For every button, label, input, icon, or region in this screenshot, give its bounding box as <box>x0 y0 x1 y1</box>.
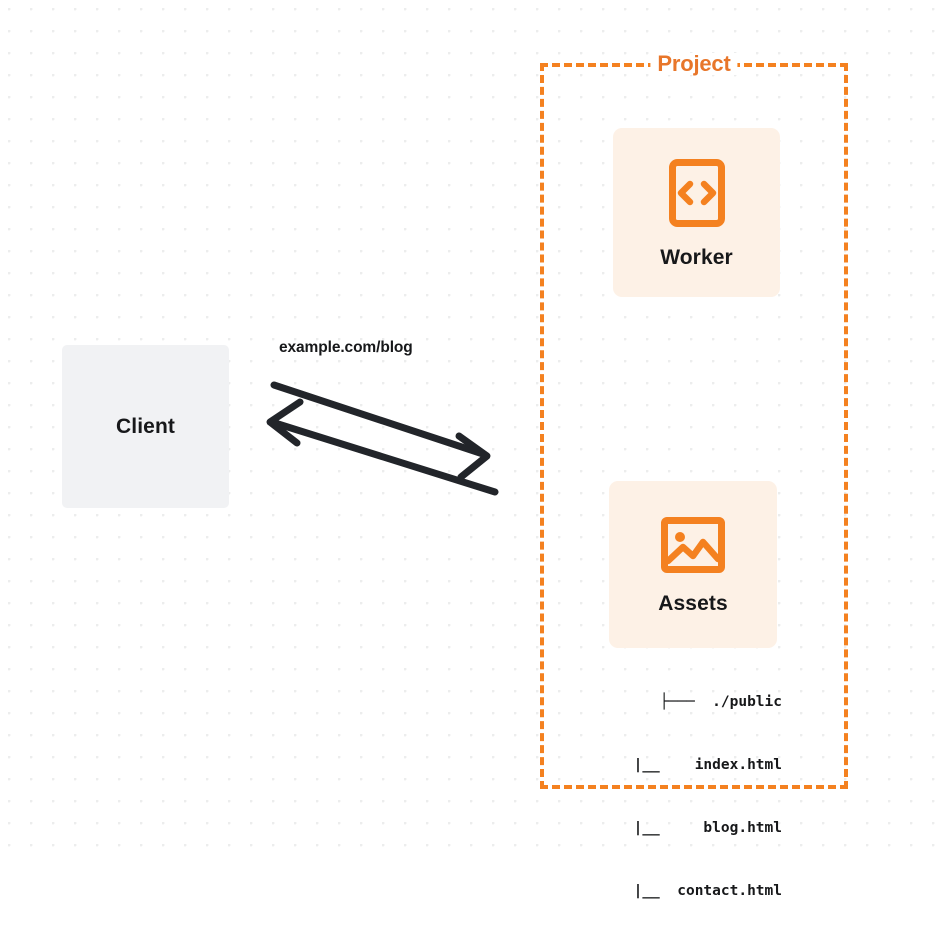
diagram-canvas: Client example.com/blog Project Worker <box>0 0 938 899</box>
code-brackets-icon <box>668 158 726 233</box>
worker-node-label: Worker <box>660 245 733 269</box>
edge-label-request-url: example.com/blog <box>279 339 413 356</box>
assets-node[interactable]: Assets <box>609 481 777 648</box>
assets-file-tree: ├─── ./public |__ index.html |__ blog.ht… <box>588 650 782 944</box>
project-group: Project <box>540 53 848 789</box>
file-tree-line: ├─── ./public <box>659 694 782 710</box>
client-node-label: Client <box>116 414 175 438</box>
client-node[interactable]: Client <box>62 345 229 508</box>
file-tree-line: |__ index.html <box>633 757 782 773</box>
assets-node-label: Assets <box>658 591 728 615</box>
worker-node[interactable]: Worker <box>613 128 780 297</box>
response-arrow <box>266 398 499 496</box>
file-tree-line: |__ contact.html <box>633 883 782 899</box>
project-group-title: Project <box>650 53 738 75</box>
request-arrow <box>270 381 491 481</box>
file-tree-line: |__ blog.html <box>633 820 782 836</box>
image-icon <box>660 516 726 579</box>
